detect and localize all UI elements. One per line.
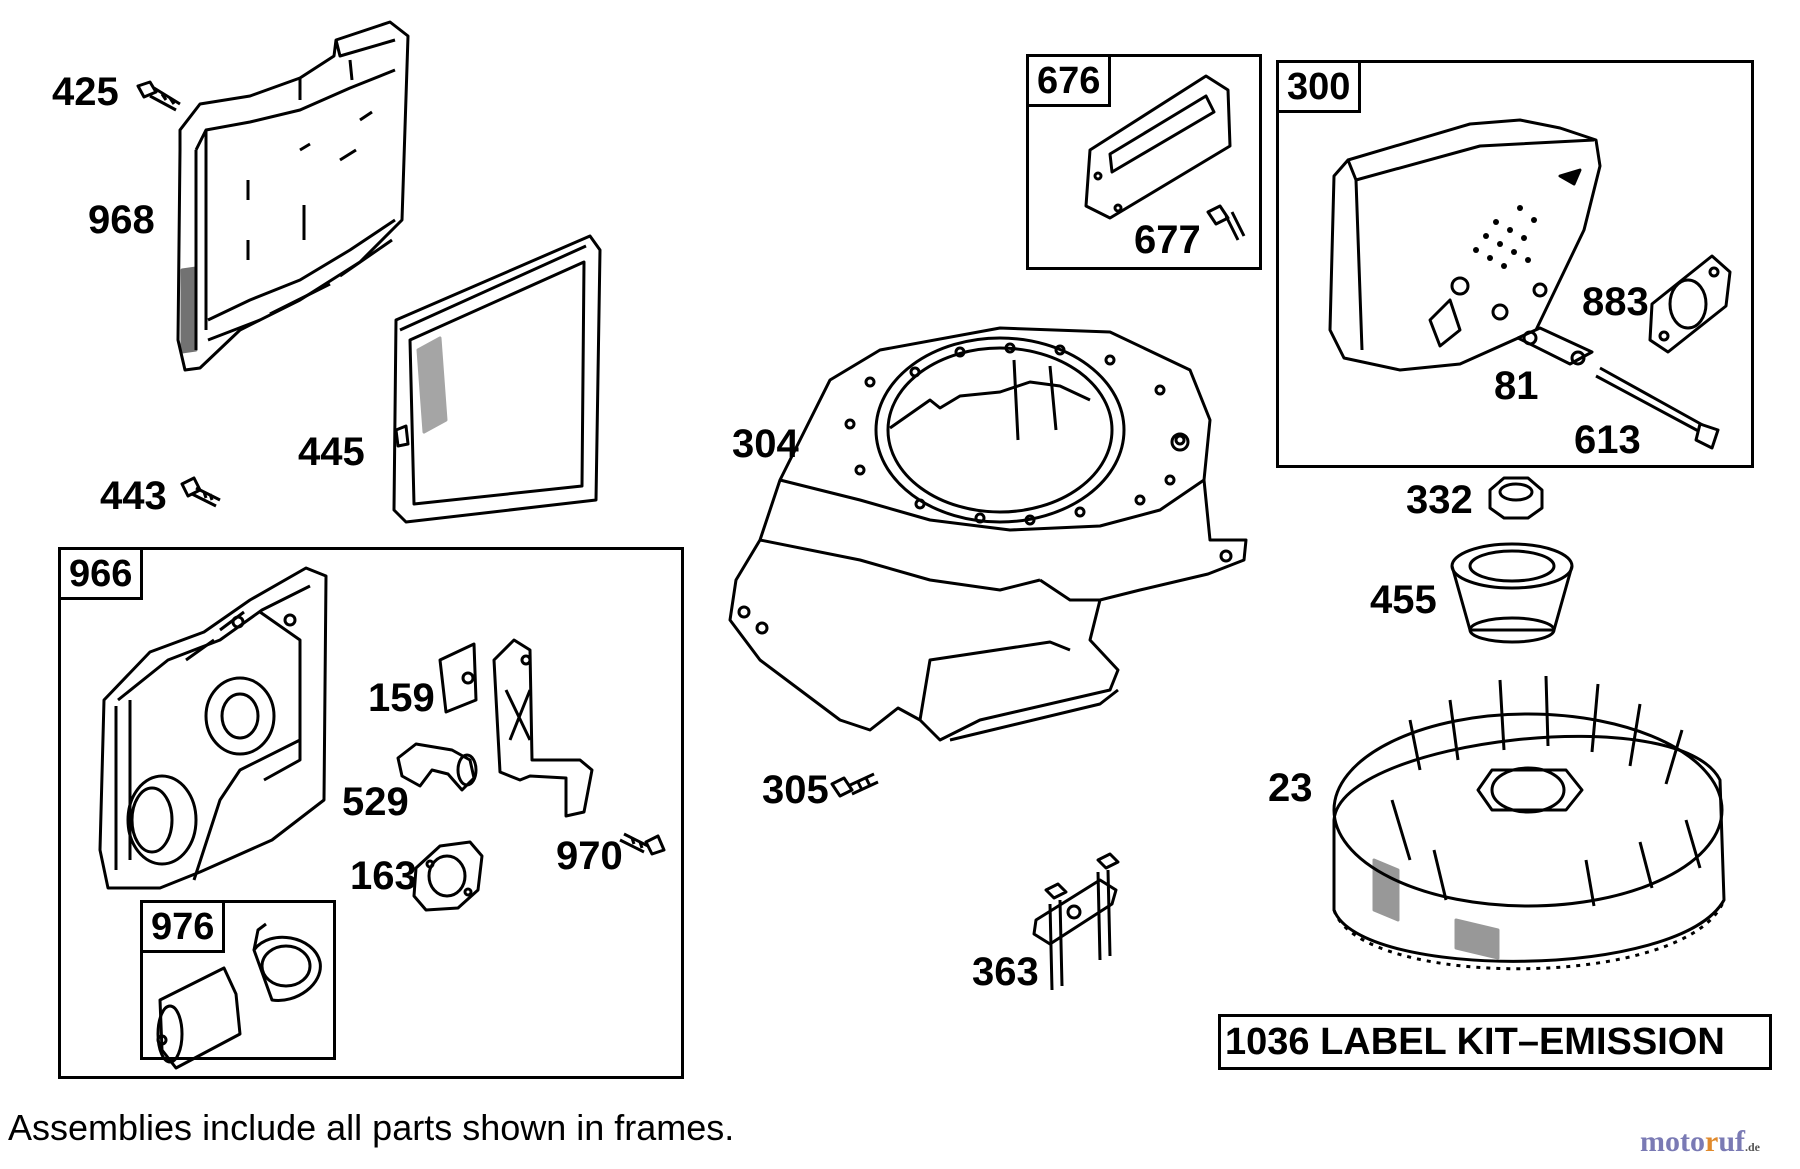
assembly-frame-966: 966 — [58, 547, 684, 1079]
callout-304: 304 — [732, 422, 799, 466]
assemblies-footnote: Assemblies include all parts shown in fr… — [8, 1107, 735, 1148]
air-filter-445-icon — [392, 234, 602, 524]
callout-81: 81 — [1494, 364, 1539, 408]
callout-163: 163 — [350, 854, 417, 898]
frame-tag-676: 676 — [1026, 54, 1112, 107]
callout-23: 23 — [1268, 766, 1313, 810]
bracket-363-icon — [1032, 852, 1120, 991]
callout-529: 529 — [342, 780, 409, 824]
label-kit-emission: 1036 LABEL KIT–EMISSION — [1218, 1014, 1772, 1070]
screw-305-icon — [830, 772, 879, 798]
callout-677: 677 — [1134, 218, 1201, 262]
callout-970: 970 — [556, 834, 623, 878]
watermark-accent: r — [1704, 1125, 1719, 1158]
callout-305: 305 — [762, 768, 829, 812]
callout-455: 455 — [1370, 578, 1437, 622]
assembly-frame-300: 300 — [1276, 60, 1754, 468]
starter-cup-455-icon — [1450, 542, 1574, 644]
callout-332: 332 — [1406, 478, 1473, 522]
callout-425: 425 — [52, 70, 119, 114]
callout-363: 363 — [972, 950, 1039, 994]
callout-443: 443 — [100, 474, 167, 518]
frame-tag-966: 966 — [58, 547, 144, 600]
bracket-159-icon — [438, 638, 594, 818]
frame-tag-976: 976 — [140, 900, 226, 953]
muffler-300-icon — [1328, 118, 1602, 372]
callout-159: 159 — [368, 676, 435, 720]
nut-332-icon — [1488, 476, 1544, 520]
lock-plate-81-icon — [1516, 326, 1594, 366]
gasket-163-icon — [412, 840, 484, 912]
bolt-425-icon — [136, 80, 181, 112]
carburetor-966-icon — [98, 566, 328, 890]
cover-676-icon — [1084, 74, 1232, 220]
watermark-main: moto — [1640, 1125, 1705, 1158]
callout-445: 445 — [298, 430, 365, 474]
watermark-suffix: .de — [1745, 1140, 1760, 1154]
callout-968: 968 — [88, 198, 155, 242]
screw-970-icon — [619, 832, 666, 856]
callout-613: 613 — [1574, 418, 1641, 462]
assembly-frame-976: 976 — [140, 900, 336, 1060]
callout-883: 883 — [1582, 280, 1649, 324]
elbow-529-icon — [396, 742, 478, 792]
air-cleaner-base-968-icon — [176, 20, 410, 372]
frame-tag-300: 300 — [1276, 60, 1362, 113]
watermark-logo: motoruf.de — [1640, 1125, 1760, 1164]
blower-housing-304-icon — [728, 326, 1248, 742]
gasket-883-icon — [1648, 254, 1732, 354]
screw-443-icon — [180, 476, 221, 508]
flywheel-23-icon — [1332, 675, 1726, 971]
screw-677-icon — [1206, 204, 1246, 241]
watermark-rest: uf — [1718, 1125, 1745, 1158]
assembly-frame-676: 676 — [1026, 54, 1262, 270]
stud-613-icon — [1595, 366, 1720, 450]
primer-bulb-976-icon — [156, 922, 322, 1070]
dots-grid-icon — [1473, 205, 1537, 269]
